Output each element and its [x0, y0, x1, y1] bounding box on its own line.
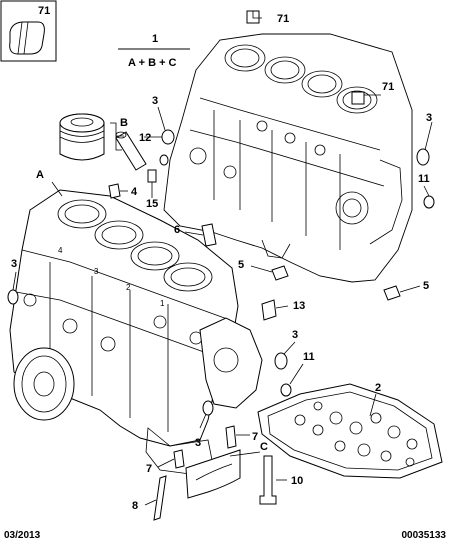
callout-3-left: 3	[11, 258, 17, 270]
callout-15: 15	[146, 198, 158, 210]
callout-C: C	[260, 441, 268, 453]
inset-callout-71: 71	[38, 5, 50, 17]
svg-text:4: 4	[58, 246, 63, 255]
svg-text:1: 1	[160, 299, 165, 308]
callout-labels: 71 71 3 3 12 B 4 15 6 5 5 11 13 3 3 11 3…	[11, 13, 432, 512]
svg-text:3: 3	[94, 267, 99, 276]
callout-11-lower: 11	[303, 351, 315, 363]
callout-10: 10	[291, 475, 303, 487]
legend-number: 1	[152, 33, 158, 45]
callout-3-upper: 3	[152, 95, 158, 107]
svg-text:2: 2	[126, 283, 131, 292]
footer-date: 03/2013	[4, 530, 41, 541]
callout-3-mid: 3	[292, 329, 298, 341]
rear-cylinder-block	[163, 33, 413, 283]
callout-3-lower: 3	[195, 437, 201, 449]
callout-13: 13	[293, 300, 305, 312]
callout-11-upper: 11	[418, 173, 430, 185]
callout-3-right: 3	[426, 112, 432, 124]
front-cylinder-block: 4 3 2 1	[9, 189, 263, 475]
gasket-set	[257, 383, 443, 479]
leader-lines	[12, 11, 433, 506]
callout-7-left: 7	[146, 463, 152, 475]
callout-4: 4	[131, 186, 138, 198]
assembly-legend: 1 A + B + C	[118, 33, 190, 69]
callout-6: 6	[174, 224, 180, 236]
callout-5-right: 5	[423, 280, 429, 292]
callout-71-right: 71	[382, 81, 394, 93]
callout-5-left: 5	[238, 259, 244, 271]
callout-8: 8	[132, 500, 138, 512]
inset-box: 71	[0, 0, 57, 62]
footer-reference: 00035133	[401, 530, 447, 541]
callout-71-top: 71	[277, 13, 289, 25]
callout-7-right: 7	[252, 431, 258, 443]
callout-A: A	[36, 169, 44, 181]
legend-formula: A + B + C	[128, 57, 177, 69]
callout-B: B	[120, 117, 128, 129]
piston	[59, 113, 105, 161]
small-parts	[7, 10, 435, 521]
callout-2: 2	[375, 382, 381, 394]
callout-12: 12	[139, 132, 151, 144]
